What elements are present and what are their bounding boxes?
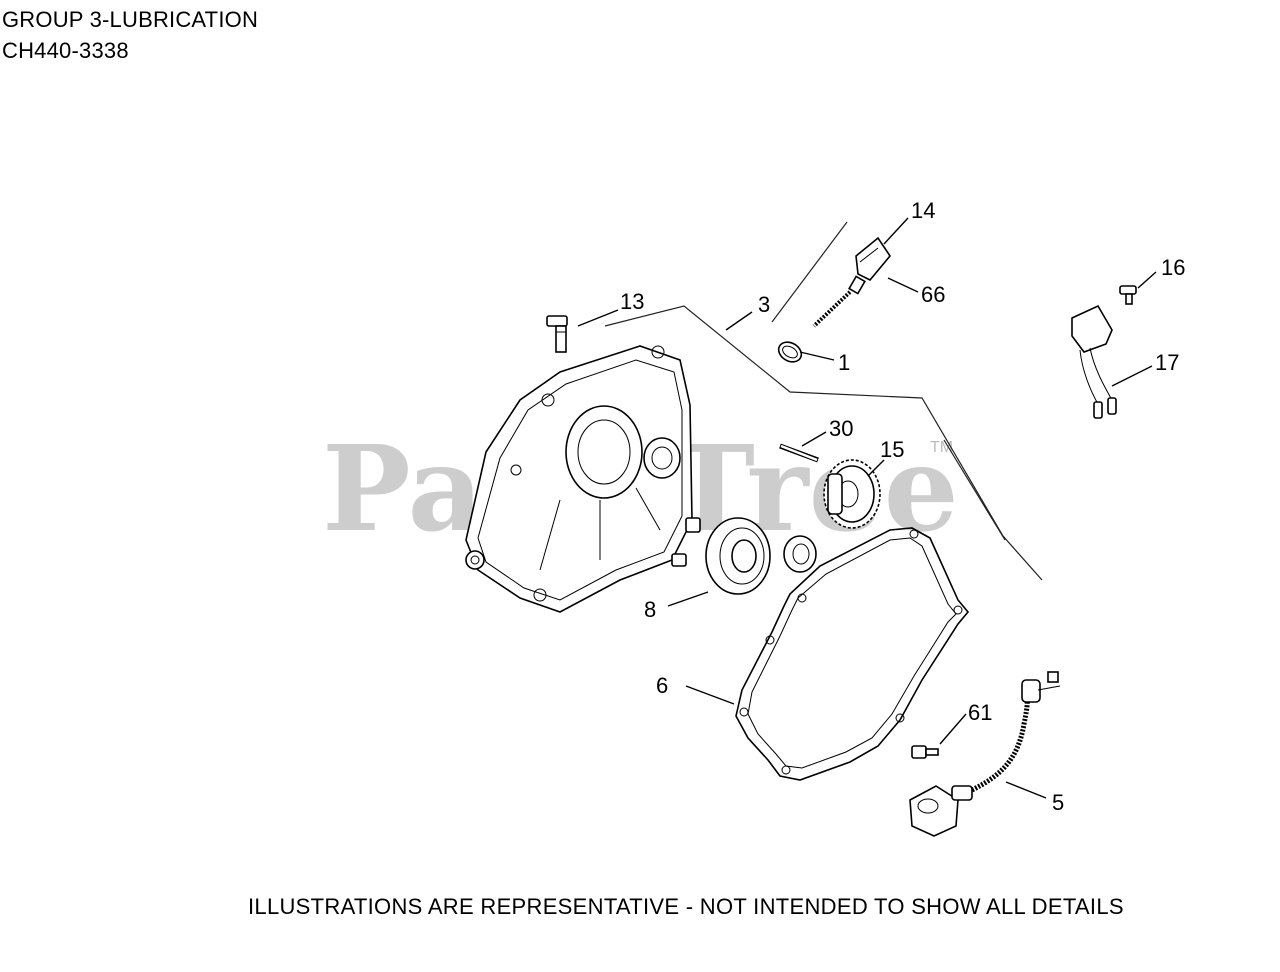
callout-13: 13 (620, 289, 644, 314)
callout-16: 16 (1161, 255, 1185, 280)
governor-shaft-30[interactable] (779, 443, 819, 463)
crankcase-cover[interactable] (465, 345, 693, 613)
screw-61[interactable] (911, 745, 939, 759)
dowel-pin-lower[interactable] (671, 553, 687, 567)
bolt-13[interactable] (546, 315, 568, 353)
diagram-title: GROUP 3-LUBRICATION (2, 7, 259, 32)
callout-17: 17 (1155, 350, 1179, 375)
oil-seal[interactable] (783, 535, 817, 573)
oil-sensor-5[interactable] (909, 671, 1061, 837)
ball-bearing-8[interactable] (705, 517, 771, 595)
watermark-trademark: TM (930, 439, 953, 456)
section-boundary-line-right (771, 221, 848, 323)
callout-15: 15 (880, 437, 904, 462)
section-boundary-line (604, 305, 1043, 581)
callout-8: 8 (644, 597, 656, 622)
callout-3: 3 (758, 292, 770, 317)
callout-5: 5 (1052, 790, 1064, 815)
callout-14: 14 (911, 198, 935, 223)
callout-1: 1 (838, 350, 850, 375)
callout-6: 6 (656, 673, 668, 698)
callout-30: 30 (829, 416, 853, 441)
section-boundary-segment (943, 439, 1006, 541)
governor-gear-15[interactable] (823, 459, 881, 529)
o-ring-1[interactable] (775, 338, 805, 366)
screw-16[interactable] (1119, 285, 1137, 305)
dipstick-14[interactable] (812, 236, 891, 328)
oil-sentry-module-17[interactable] (1071, 304, 1117, 419)
disclaimer-footer: ILLUSTRATIONS ARE REPRESENTATIVE - NOT I… (248, 894, 1124, 919)
leader-lines (577, 217, 1157, 799)
gasket-6[interactable] (735, 527, 970, 781)
model-number: CH440-3338 (2, 38, 129, 63)
dowel-pin[interactable] (685, 517, 701, 533)
callout-61: 61 (968, 700, 992, 725)
callout-66: 66 (921, 282, 945, 307)
